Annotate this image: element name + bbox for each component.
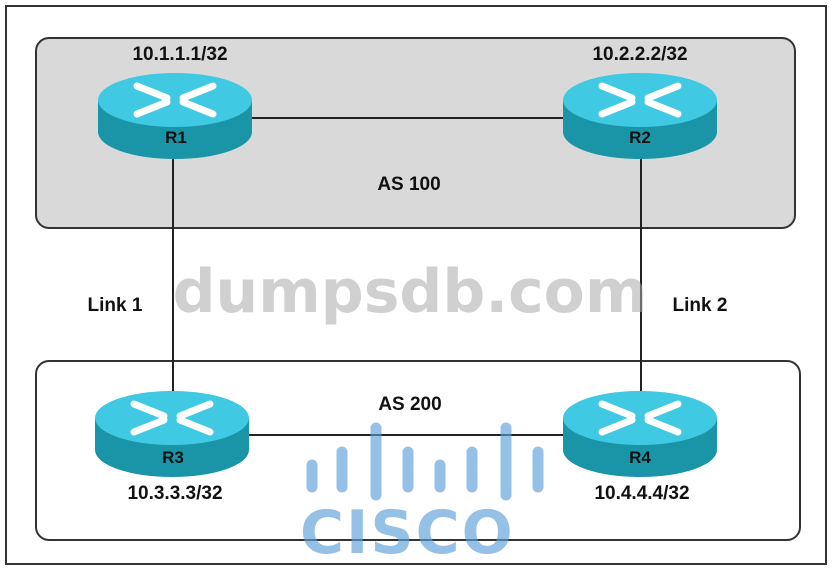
as-200-label: AS 200 (378, 394, 442, 415)
router-r4 (563, 391, 717, 477)
router-arrows-icon (598, 82, 682, 118)
diagram-frame (5, 5, 827, 565)
as-100-label: AS 100 (377, 174, 441, 195)
link-2-label: Link 2 (672, 295, 728, 316)
r4-address: 10.4.4.4/32 (594, 483, 690, 504)
r4-label: R4 (629, 448, 651, 467)
r2-address: 10.2.2.2/32 (592, 44, 688, 65)
r3-label: R3 (162, 448, 184, 467)
r1-label: R1 (165, 128, 187, 147)
router-arrows-icon (133, 82, 217, 118)
link-1-label: Link 1 (87, 295, 143, 316)
router-r1 (98, 73, 252, 159)
router-arrows-icon (130, 400, 214, 436)
r1-address: 10.1.1.1/32 (132, 44, 228, 65)
router-arrows-icon (598, 400, 682, 436)
r2-label: R2 (629, 128, 651, 147)
watermark-text: dumpsdb.com (172, 257, 648, 327)
r3-address: 10.3.3.3/32 (127, 483, 223, 504)
router-r2 (563, 73, 717, 159)
cisco-logo-text: CISCO (300, 498, 515, 568)
router-r3 (95, 391, 249, 477)
